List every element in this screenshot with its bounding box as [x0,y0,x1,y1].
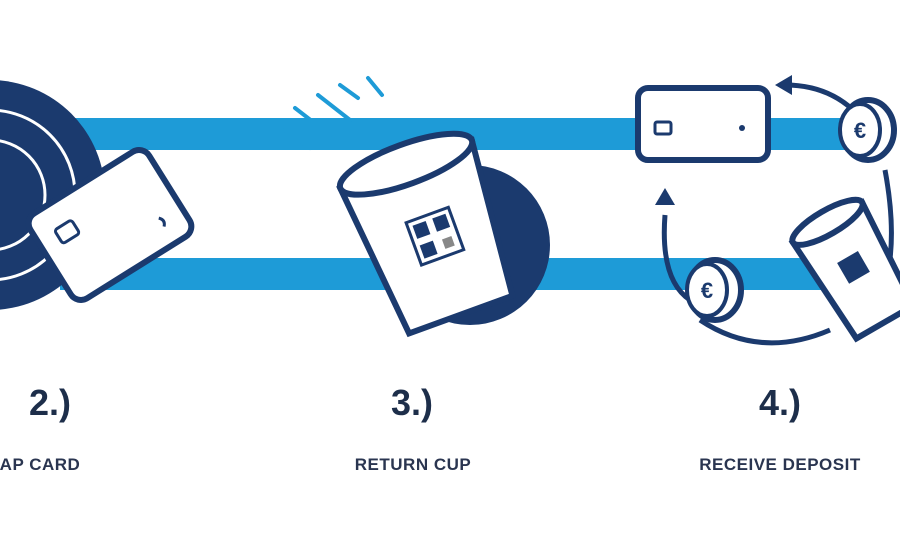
coin-icon: € [685,257,744,323]
coin-symbol: € [854,118,866,143]
step-number: 4.) [758,382,801,423]
return-cup-icon [283,76,550,338]
coin-symbol: € [701,278,713,303]
step-label: AP CARD [0,455,81,474]
step-label: RETURN CUP [354,455,472,474]
coin-icon: € [838,97,897,163]
tap-card-icon [0,80,195,310]
step-number: 2.) [28,382,71,423]
receive-deposit-icon: € € [635,75,900,346]
cup-icon [788,196,900,343]
step-label: RECEIVE DEPOSIT [699,455,861,474]
step-number: 3.) [390,382,433,423]
